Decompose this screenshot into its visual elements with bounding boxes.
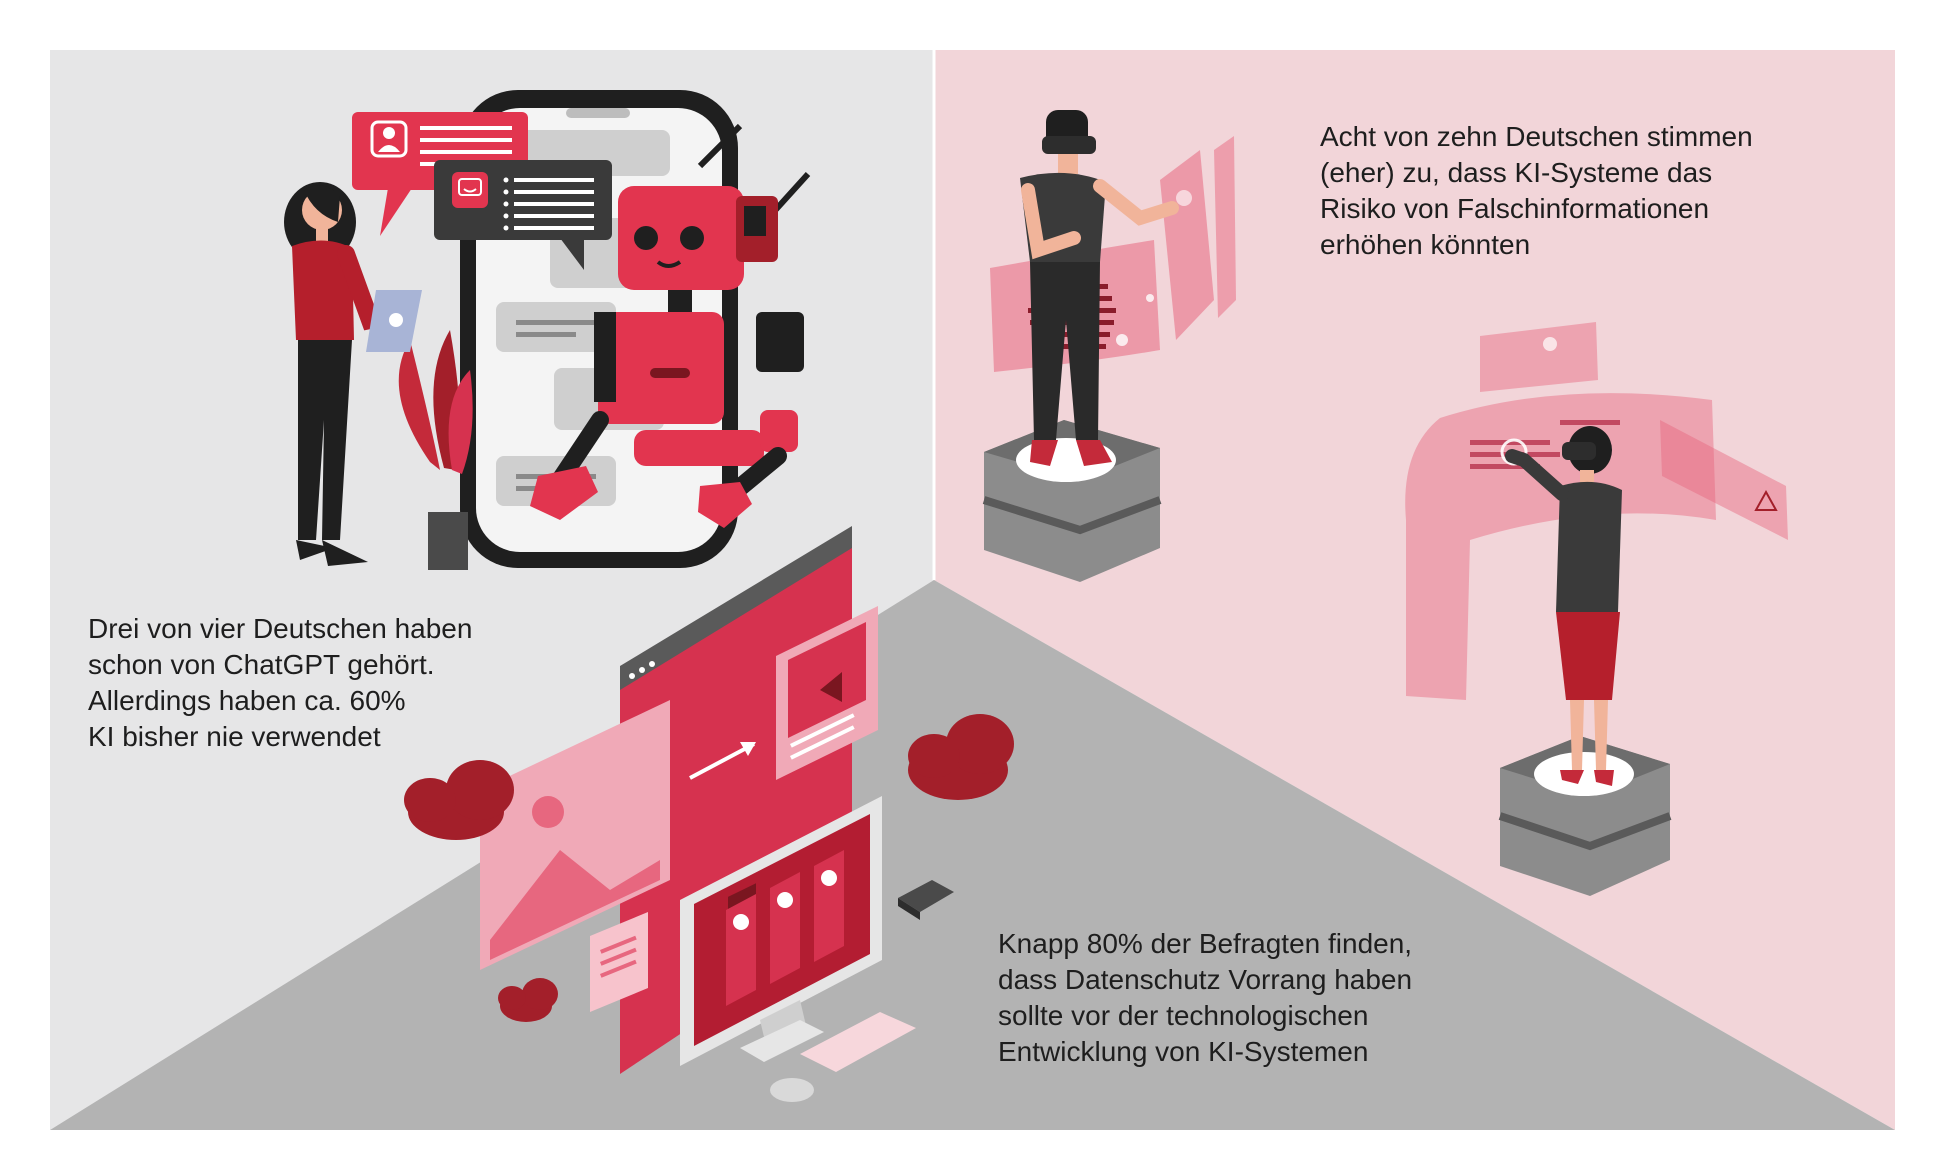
caption-line: KI bisher nie verwendet	[88, 721, 381, 752]
cloud-icon	[404, 714, 1014, 1022]
caption-line: sollte vor der technologischen	[998, 1000, 1369, 1031]
caption-chatgpt-awareness: Drei von vier Deutschen haben schon von …	[88, 611, 472, 755]
speech-bubble-bot	[434, 160, 612, 270]
robot-illustration	[530, 123, 811, 528]
image-card	[480, 700, 670, 970]
caption-line: schon von ChatGPT gehört.	[88, 649, 435, 680]
caption-line: erhöhen könnten	[1320, 229, 1531, 260]
caption-line: Entwicklung von KI-Systemen	[998, 1036, 1369, 1067]
plant-illustration	[398, 330, 473, 570]
user-icon	[370, 120, 408, 158]
warning-icon	[1754, 489, 1778, 511]
caption-misinformation-risk: Acht von zehn Deutschen stimmen (eher) z…	[1320, 119, 1753, 263]
caption-line: Acht von zehn Deutschen stimmen	[1320, 121, 1753, 152]
chat-smile-icon	[452, 172, 488, 208]
vr-man-illustration	[982, 110, 1236, 582]
caption-line: Knapp 80% der Befragten finden,	[998, 928, 1413, 959]
arrow-icon	[689, 742, 756, 780]
play-icon	[820, 672, 842, 702]
caption-line: (eher) zu, dass KI-Systeme das	[1320, 157, 1713, 188]
vr-woman-illustration	[1405, 322, 1788, 896]
caption-line: Allerdings haben ca. 60%	[88, 685, 406, 716]
caption-data-privacy: Knapp 80% der Befragten finden, dass Dat…	[998, 926, 1412, 1070]
caption-line: Risiko von Falschinformationen	[1320, 193, 1710, 224]
woman-with-tablet	[284, 182, 422, 566]
caption-line: dass Datenschutz Vorrang haben	[998, 964, 1413, 995]
video-card	[776, 606, 878, 780]
browser-monitor-illustration	[480, 526, 954, 1102]
caption-line: Drei von vier Deutschen haben	[88, 613, 473, 644]
